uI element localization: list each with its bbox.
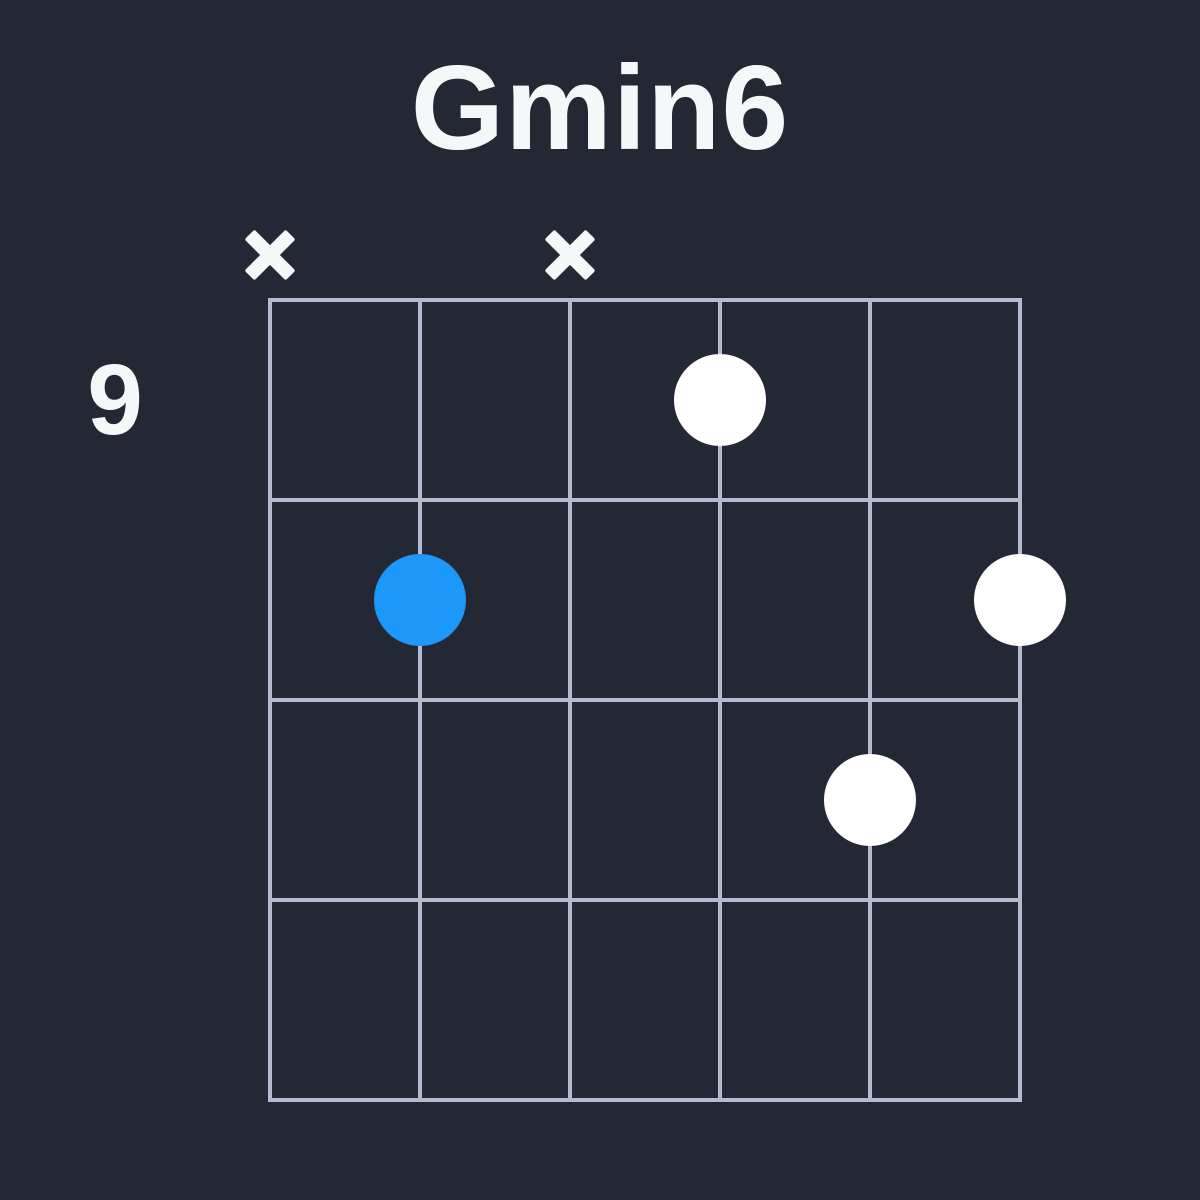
fret-number-label: 9 xyxy=(87,343,143,456)
chord-title: Gmin6 xyxy=(410,41,790,175)
muted-string-x-icon xyxy=(542,227,598,283)
root-finger-dot xyxy=(374,554,466,646)
muted-string-x-icon xyxy=(242,227,298,283)
finger-dot xyxy=(824,754,916,846)
finger-dot xyxy=(674,354,766,446)
finger-dot xyxy=(974,554,1066,646)
